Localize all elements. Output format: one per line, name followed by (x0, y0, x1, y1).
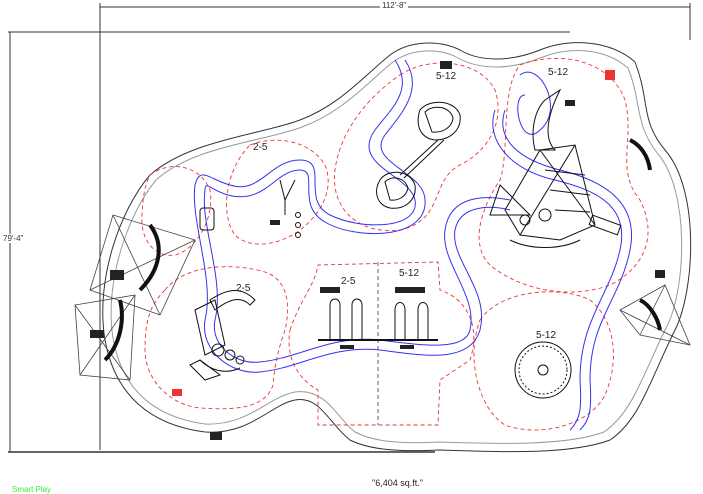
zone-label: 5-12 (436, 71, 457, 82)
height-dimension: 79'-4" (1, 234, 26, 243)
red-notes (172, 70, 615, 396)
use-zones (141, 58, 649, 431)
area-label: "6,404 sq.ft." (372, 478, 423, 488)
annotation-marks (90, 61, 665, 440)
zone-label: 2-5 (236, 283, 251, 294)
site-boundary (102, 42, 692, 453)
zone-label: 5-12 (548, 67, 569, 78)
site-boundary-inner (110, 50, 683, 444)
zone-label: 2-5 (253, 142, 268, 153)
zone-label: 5-12 (399, 268, 420, 279)
dimension-lines (8, 3, 691, 453)
accessible-route (193, 59, 632, 431)
width-dimension: 112'-8" (380, 1, 409, 10)
zone-label: 5-12 (536, 330, 557, 341)
zone-label: 2-5 (341, 276, 356, 287)
equipment (74, 88, 691, 399)
